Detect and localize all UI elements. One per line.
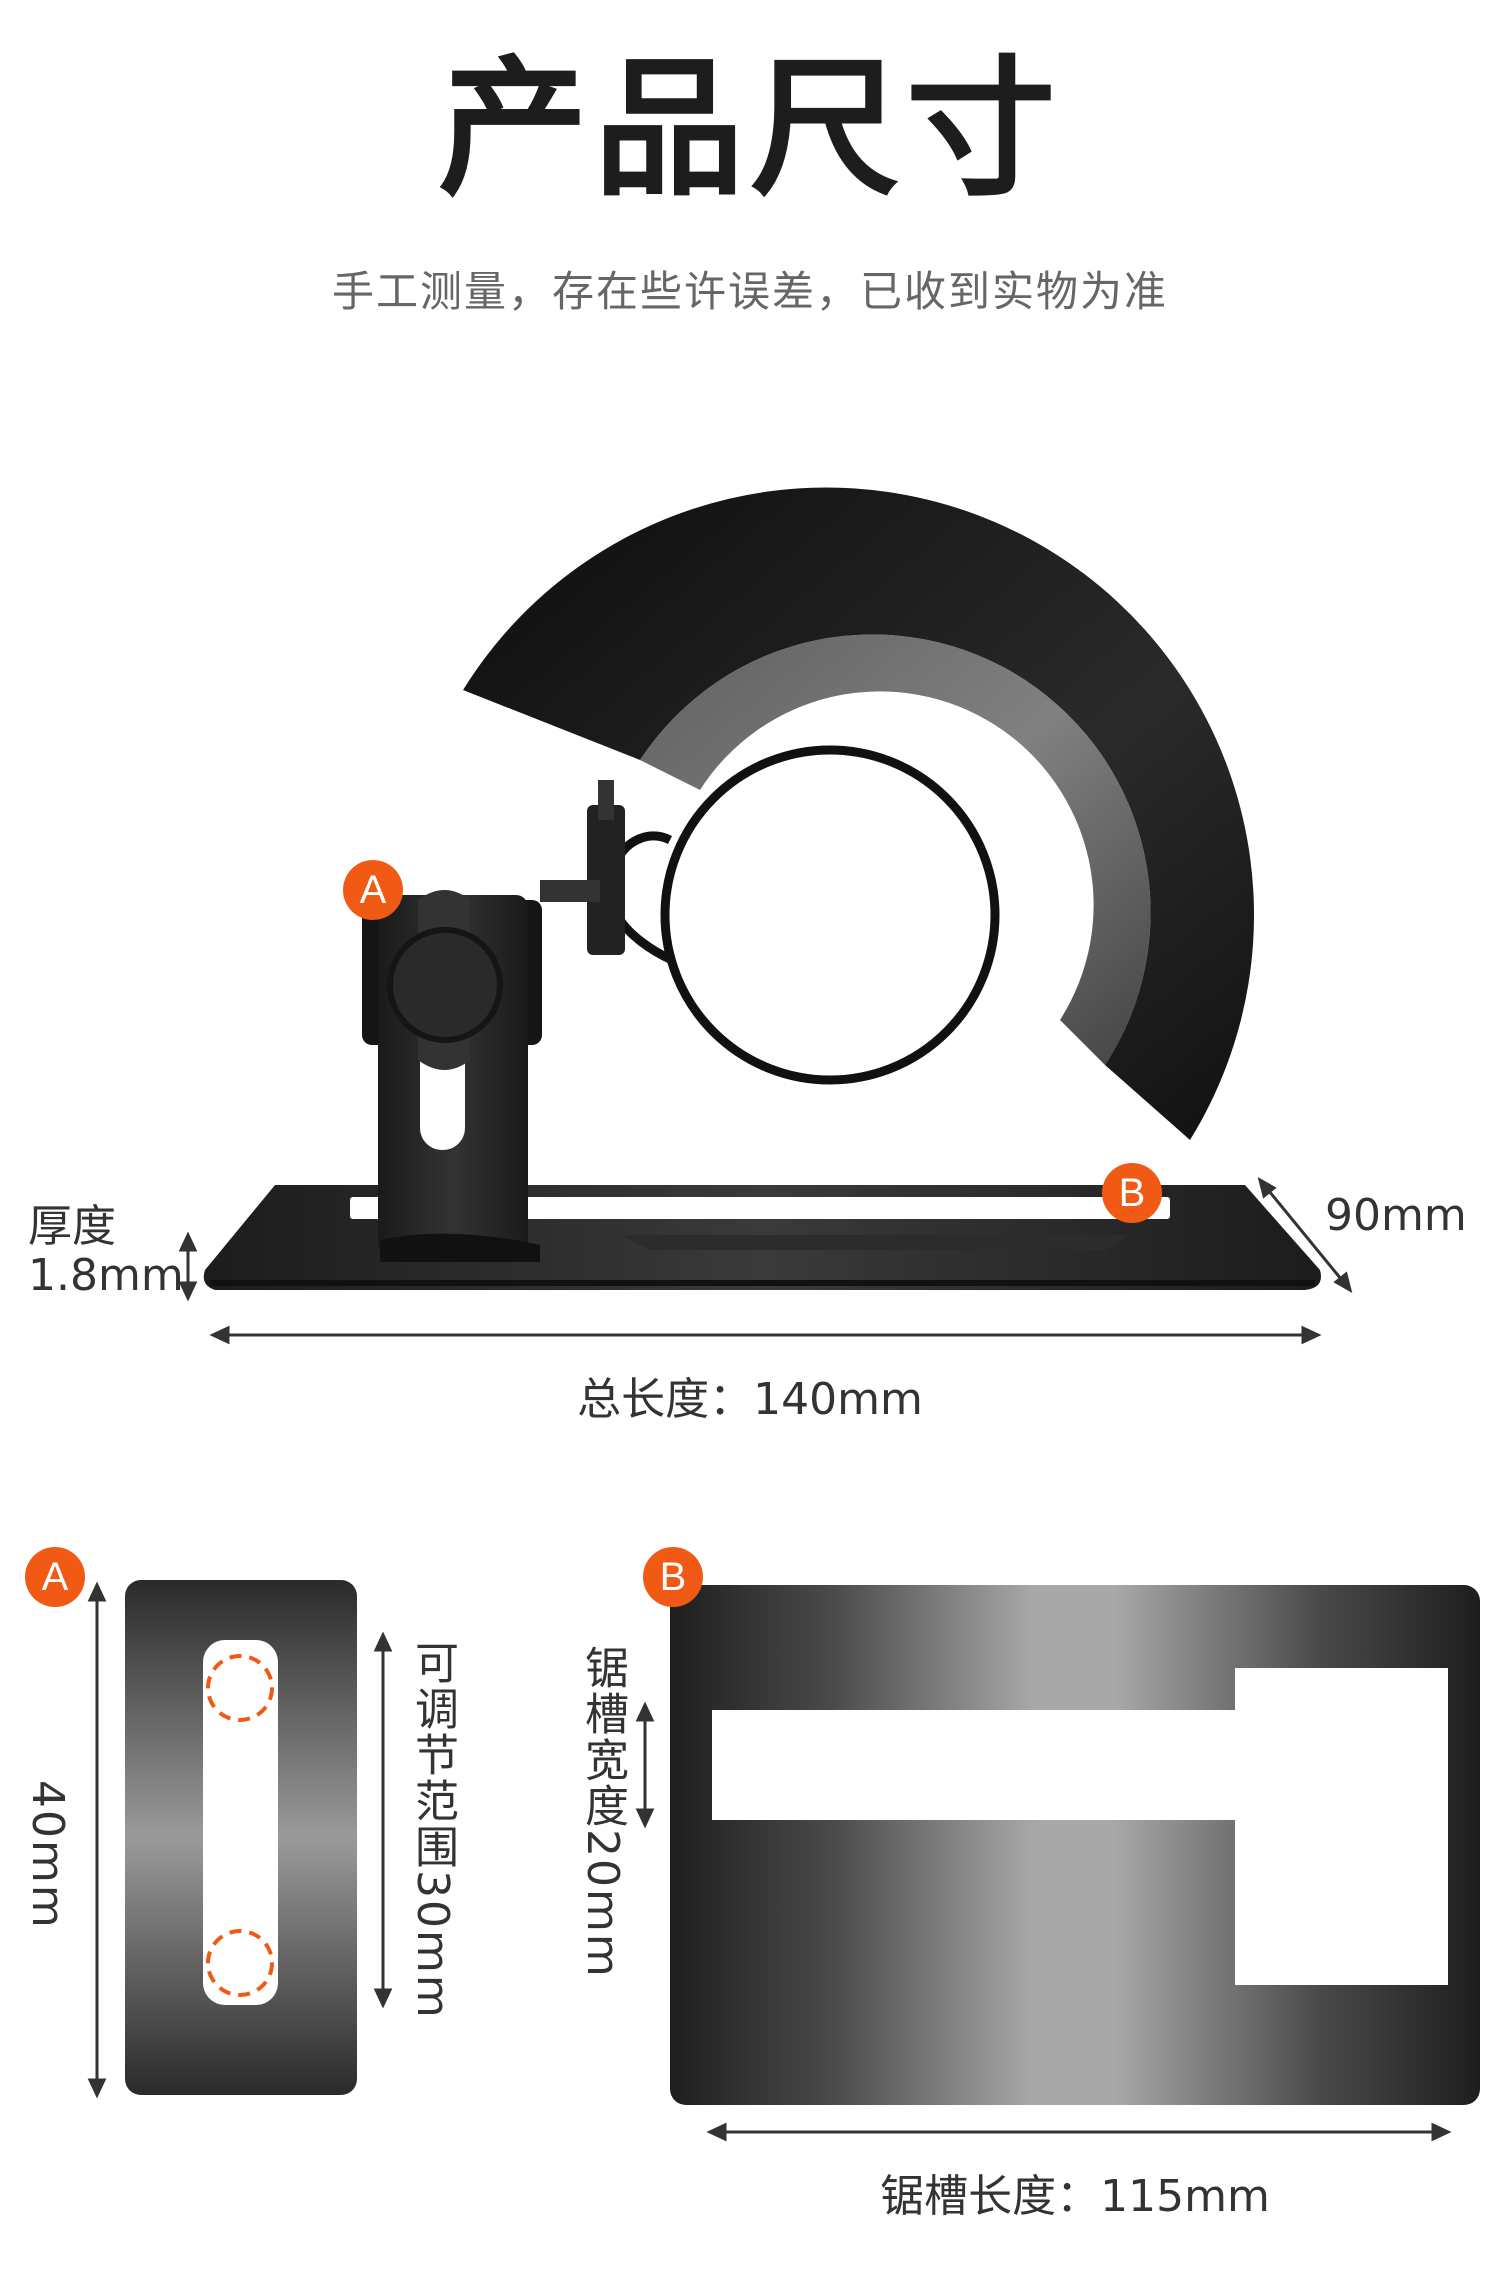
detail-a-badge: A <box>25 1547 85 1607</box>
thickness-label: 厚度 <box>28 1201 116 1252</box>
wheel-guard <box>463 487 1255 1140</box>
page-subtitle: 手工测量，存在些许误差，已收到实物为准 <box>331 267 1168 316</box>
badge-b-marker: B <box>1102 1163 1162 1223</box>
total-length-label: 总长度：140mm <box>577 1374 923 1425</box>
detail-a-plate <box>125 1580 357 2095</box>
detail-b-slot-length-label: 锯槽长度：115mm <box>880 2171 1270 2222</box>
width-label: 90mm <box>1325 1190 1467 1241</box>
detail-b-slot-width-label: 锯槽宽度20mm <box>577 1645 628 1979</box>
clamp-ring <box>540 745 1000 1085</box>
page-title: 产品尺寸 <box>437 43 1062 217</box>
thickness-value: 1.8mm <box>28 1250 184 1301</box>
bracket-stand <box>362 890 542 1262</box>
detail-b-badge: B <box>643 1547 703 1607</box>
dimension-lines-b <box>635 1701 1452 2142</box>
dimension-lines-a <box>87 1581 393 2099</box>
detail-a-adjust-label: 可调节范围30mm <box>407 1640 458 2020</box>
badge-a-marker: A <box>343 860 403 920</box>
dimension-lines-main <box>178 1176 1353 1345</box>
detail-a-height-label: 40mm <box>22 1780 73 1930</box>
detail-b-plate <box>670 1585 1480 2105</box>
